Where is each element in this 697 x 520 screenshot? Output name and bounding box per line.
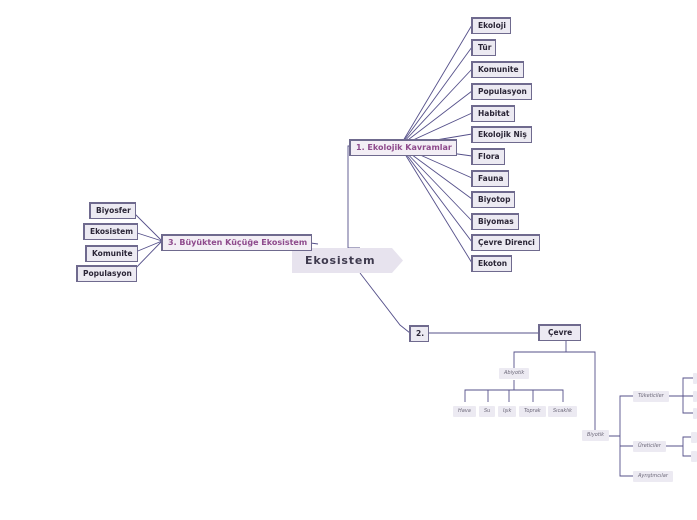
subtopic-habitat[interactable]: Habitat — [471, 105, 515, 122]
subtopic-biyotik[interactable]: Biyotik — [582, 430, 610, 441]
subtopic-fauna[interactable]: Fauna — [471, 170, 509, 187]
subtopic-label: Biyosfer — [96, 206, 131, 215]
topic-cevre[interactable]: Çevre — [538, 324, 582, 341]
leaf-label: Üreticiler — [638, 443, 661, 449]
topic-ekolojik-kavramlar[interactable]: 1. Ekolojik Kavramlar — [349, 139, 457, 156]
leaf-label: Sıcaklık — [553, 408, 572, 414]
topic-two[interactable]: 2. — [409, 325, 430, 342]
central-topic-label: Ekosistem — [305, 254, 376, 267]
subtopic-biyomas[interactable]: Biyomas — [471, 213, 519, 230]
subtopic-label: Komunite — [478, 65, 519, 74]
subtopic-label: Ekoton — [478, 259, 508, 268]
leaf-label: Toprak — [524, 408, 541, 414]
leaf-label: Hava — [458, 408, 471, 414]
subtopic-label: Çevre Direnci — [478, 238, 535, 247]
subtopic-label: Abiyotik — [504, 370, 525, 376]
subtopic-abiyotik[interactable]: Abiyotik — [499, 368, 530, 379]
central-topic[interactable]: Ekosistem — [292, 248, 403, 273]
subtopic-populasyon[interactable]: Populasyon — [471, 83, 532, 100]
subtopic-ekolojik-nis[interactable]: Ekolojik Niş — [471, 126, 532, 143]
topic-cevre-label: Çevre — [548, 328, 573, 337]
topic-two-label: 2. — [416, 329, 425, 338]
leaf-tuketiciler[interactable]: Tüketiciler — [633, 391, 669, 402]
topic-ekolojik-kavramlar-label: 1. Ekolojik Kavramlar — [356, 143, 452, 152]
topic-buyukten-kucuge-label: 3. Büyükten Küçüğe Ekosistem — [168, 238, 308, 247]
subtopic-tur[interactable]: Tür — [471, 39, 497, 56]
subtopic-cevre-direnci[interactable]: Çevre Direnci — [471, 234, 540, 251]
leaf-hava[interactable]: Hava — [453, 406, 476, 417]
subtopic-label: Komunite — [92, 249, 133, 258]
subtopic-label: Populasyon — [478, 87, 527, 96]
topic-buyukten-kucuge[interactable]: 3. Büyükten Küçüğe Ekosistem — [161, 234, 313, 251]
subtopic-label: Populasyon — [83, 269, 132, 278]
subtopic-label: Flora — [478, 152, 500, 161]
leaf-sicaklik[interactable]: Sıcaklık — [548, 406, 577, 417]
subtopic-label: Ekoloji — [478, 21, 506, 30]
subtopic-ekoton[interactable]: Ekoton — [471, 255, 513, 272]
subtopic-populasyon-2[interactable]: Populasyon — [76, 265, 137, 282]
subtopic-label: Biyotop — [478, 195, 511, 204]
leaf-label: Ayrıştırıcılar — [638, 473, 668, 479]
subtopic-label: Biyomas — [478, 217, 514, 226]
subtopic-label: Habitat — [478, 109, 510, 118]
leaf-su[interactable]: Su — [479, 406, 496, 417]
subtopic-label: Fauna — [478, 174, 504, 183]
central-shape — [292, 248, 403, 273]
clipped-node — [693, 408, 697, 419]
leaf-toprak[interactable]: Toprak — [519, 406, 546, 417]
leaf-label: Tüketiciler — [638, 393, 664, 399]
clipped-node — [693, 373, 697, 384]
subtopic-label: Biyotik — [587, 432, 605, 438]
subtopic-label: Ekolojik Niş — [478, 130, 527, 139]
clipped-node — [691, 451, 697, 462]
leaf-ayristiricilar[interactable]: Ayrıştırıcılar — [633, 471, 673, 482]
leaf-label: Işık — [503, 408, 512, 414]
subtopic-label: Tür — [478, 43, 492, 52]
subtopic-biyotop[interactable]: Biyotop — [471, 191, 516, 208]
subtopic-komunite[interactable]: Komunite — [471, 61, 524, 78]
subtopic-ekosistem[interactable]: Ekosistem — [83, 223, 139, 240]
subtopic-ekoloji[interactable]: Ekoloji — [471, 17, 511, 34]
leaf-ureticiler[interactable]: Üreticiler — [633, 441, 666, 452]
leaf-label: Su — [484, 408, 491, 414]
subtopic-biyosfer[interactable]: Biyosfer — [89, 202, 136, 219]
subtopic-komunite-2[interactable]: Komunite — [85, 245, 138, 262]
subtopic-label: Ekosistem — [90, 227, 134, 236]
clipped-node — [691, 432, 697, 443]
leaf-isik[interactable]: Işık — [498, 406, 517, 417]
clipped-node — [693, 391, 697, 402]
subtopic-flora[interactable]: Flora — [471, 148, 505, 165]
